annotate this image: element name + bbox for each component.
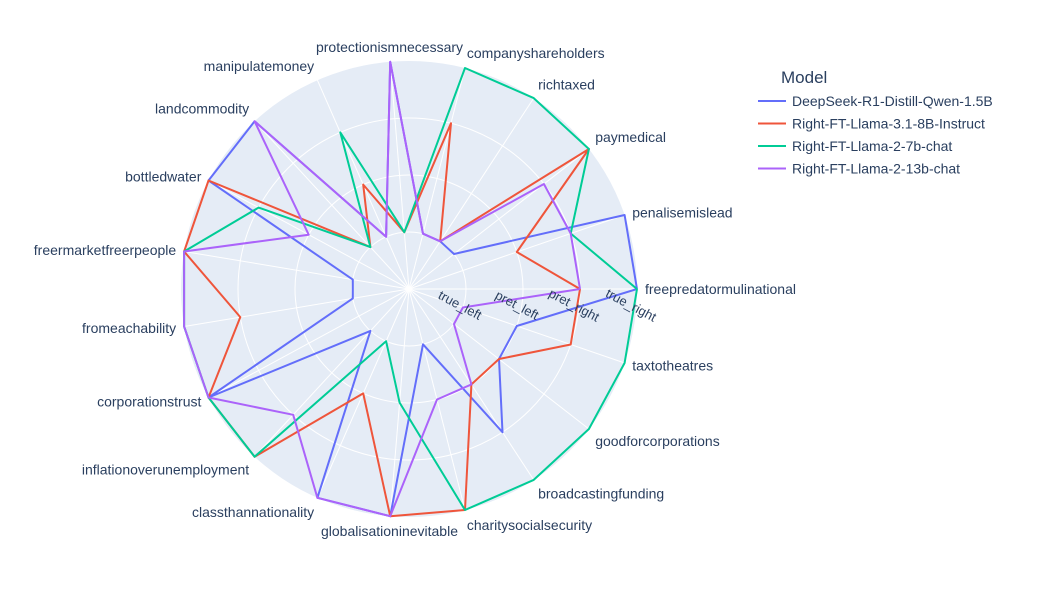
angular-tick-label: penalisemislead [632,204,732,220]
series-line-4[interactable] [183,60,581,518]
angular-gridline [254,288,410,458]
legend-label: DeepSeek-R1-Distill-Qwen-1.5B [792,93,993,109]
angular-tick-label: richtaxed [538,76,595,92]
angular-tick-label: taxtotheatres [632,358,713,374]
legend-title: Model [781,68,827,87]
angular-gridline [184,250,410,290]
angular-tick-label: protectionismnecessary [316,39,463,55]
angular-gridline [184,288,410,328]
series-line-2[interactable] [183,122,590,518]
legend-items: DeepSeek-R1-Distill-Qwen-1.5B Right-FT-Ll… [758,93,993,177]
legend-item-2[interactable]: Right-FT-Llama-3.1-8B-Instruct [758,116,985,132]
angular-tick-label: corporationstrust [97,393,201,409]
angular-gridline [389,61,410,290]
legend-label: Right-FT-Llama-3.1-8B-Instruct [792,116,985,132]
angular-tick-label: goodforcorporations [595,433,720,449]
legend-label: Right-FT-Llama-2-13b-chat [792,161,960,177]
angular-tick-label: bottledwater [125,169,202,185]
angular-gridline [408,67,466,290]
angular-tick-label: freermarketfreerpeople [34,242,177,258]
angular-tick-label: fromeachability [82,320,176,336]
legend-item-3[interactable]: Right-FT-Llama-2-7b-chat [758,138,952,154]
angular-tick-label: charitysocialsecurity [467,517,592,533]
angular-tick-label: inflationoverunemployment [82,462,249,478]
angular-gridline [254,120,410,290]
legend-item-1[interactable]: DeepSeek-R1-Distill-Qwen-1.5B [758,93,993,109]
legend-item-4[interactable]: Right-FT-Llama-2-13b-chat [758,161,960,177]
angular-gridline [208,288,410,398]
angular-tick-label: companyshareholders [467,45,605,61]
angular-tick-label: paymedical [595,129,666,145]
legend-label: Right-FT-Llama-2-7b-chat [792,138,952,154]
angular-gridline [408,97,535,290]
angular-tick-label: manipulatemoney [204,58,315,74]
angular-tick-label: broadcastingfunding [538,486,664,502]
angular-tick-label: classthannationality [192,504,314,520]
angular-tick-label: landcommodity [155,100,249,116]
angular-tick-label: freepredatormulinational [645,281,796,297]
angular-gridline [408,148,590,290]
legend[interactable]: Model DeepSeek-R1-Distill-Qwen-1.5B Right… [758,68,993,177]
angular-tick-label: globalisationinevitable [321,523,458,539]
